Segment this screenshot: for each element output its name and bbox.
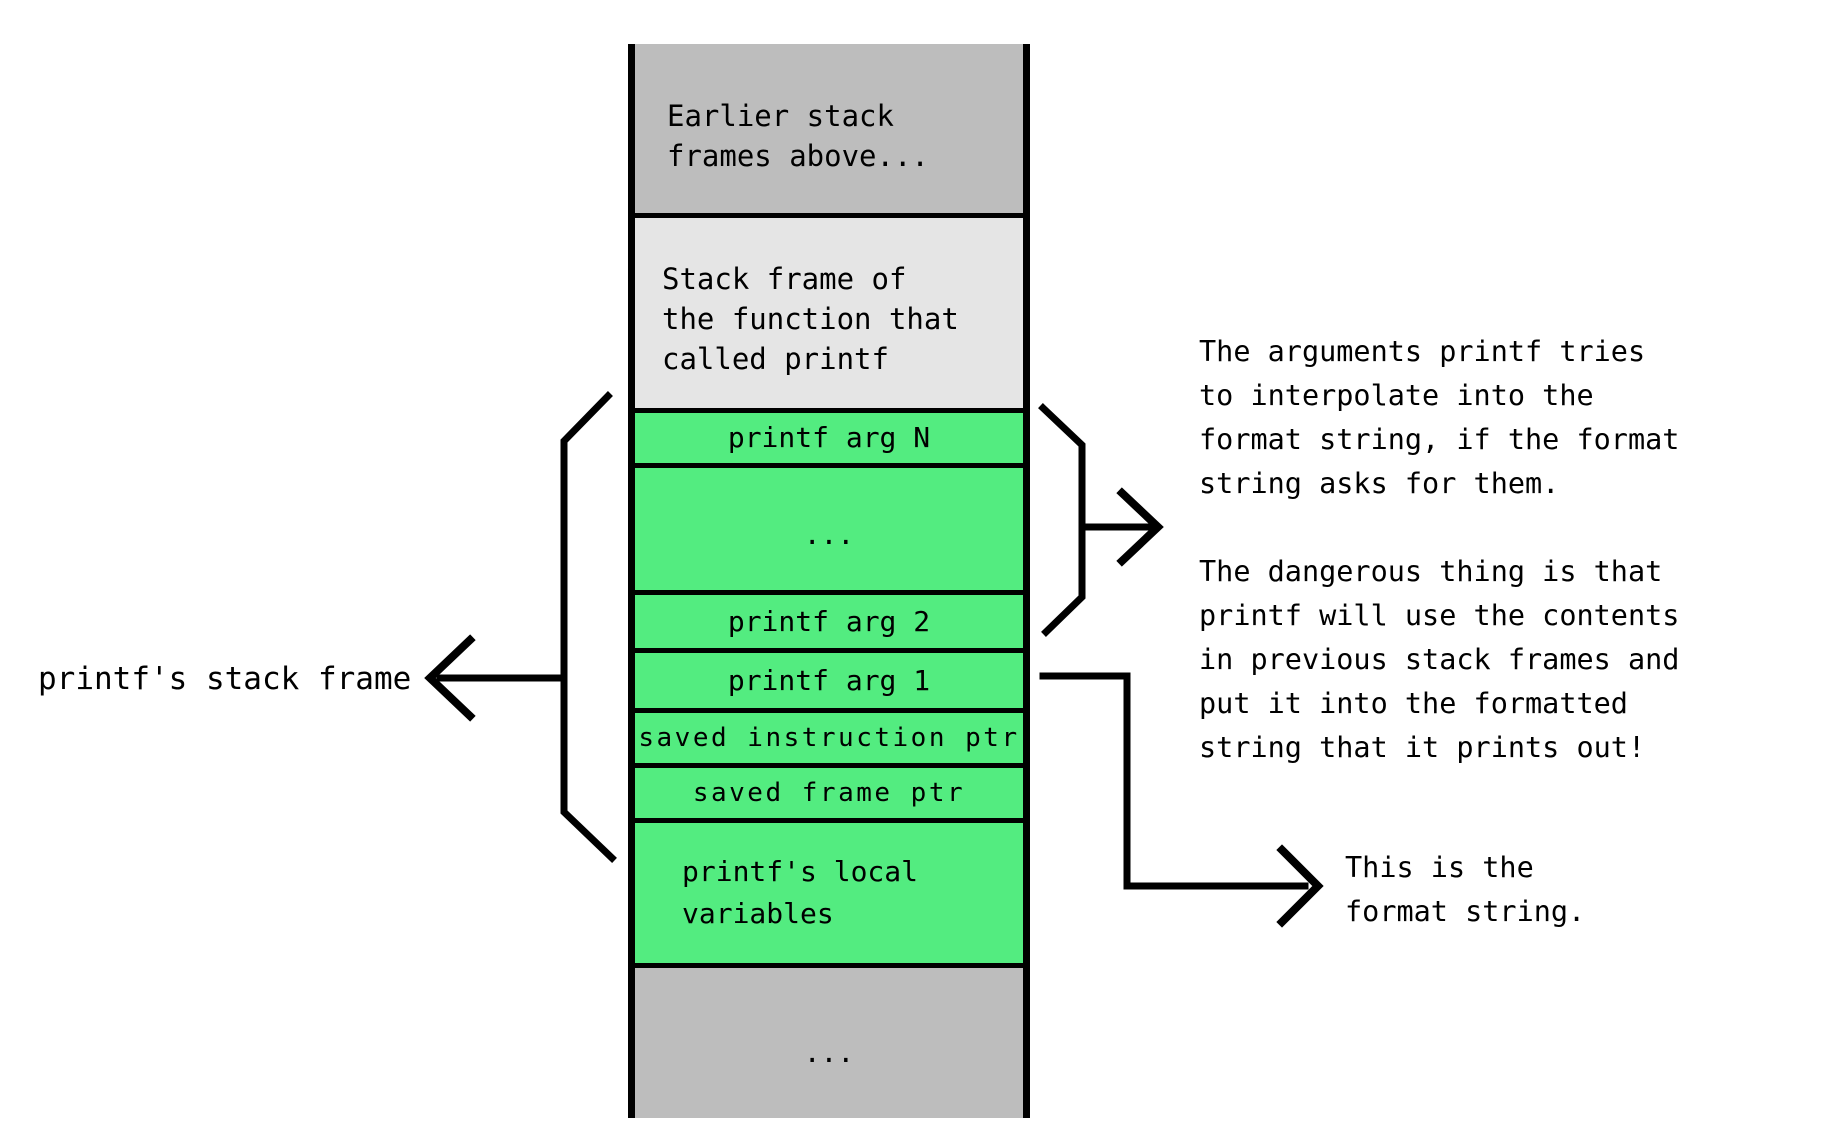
cell-label: printf arg N (727, 421, 931, 454)
stack-column: Earlier stack frames above... Stack fram… (628, 44, 1030, 1118)
stack-cell-printf-arg-1: printf arg 1 (635, 648, 1023, 708)
left-brace (560, 391, 617, 863)
cell-label: printf arg 1 (727, 663, 931, 697)
stack-cell-saved-instruction-ptr: saved instruction ptr (635, 708, 1023, 763)
cell-label: ... (803, 1036, 855, 1069)
cell-label: saved frame ptr (692, 778, 966, 808)
stack-cell-saved-frame-ptr: saved frame ptr (635, 763, 1023, 818)
cell-label: printf's local variables (682, 855, 919, 930)
stack-cell-args-ellipsis: ... (635, 463, 1023, 590)
cell-label: ... (803, 518, 855, 551)
cell-label: Earlier stack frames above... (667, 98, 929, 173)
format-string-arrowhead (1276, 844, 1324, 928)
format-string-annotation-text: This is the format string. (1345, 851, 1586, 928)
printf-stack-frame-label: printf's stack frame (38, 661, 412, 697)
stack-cell-printf-arg-n: printf arg N (635, 408, 1023, 463)
right-args-brace (1038, 403, 1086, 637)
cell-label: saved instruction ptr (638, 723, 1020, 753)
stack-cell-caller-frame: Stack frame of the function that called … (635, 213, 1023, 408)
cell-label: printf arg 2 (727, 604, 931, 638)
arguments-annotation-text: The arguments printf tries to interpolat… (1199, 335, 1680, 764)
stack-frame-arrowhead (424, 634, 476, 722)
stack-cell-below-ellipsis: ... (635, 963, 1023, 1118)
stack-cell-printf-arg-2: printf arg 2 (635, 590, 1023, 648)
cell-label: Stack frame of the function that called … (662, 262, 959, 376)
args-arrowhead (1116, 487, 1164, 567)
stack-cell-earlier-frames: Earlier stack frames above... (635, 44, 1023, 213)
stack-cell-local-variables: printf's local variables (635, 818, 1023, 963)
